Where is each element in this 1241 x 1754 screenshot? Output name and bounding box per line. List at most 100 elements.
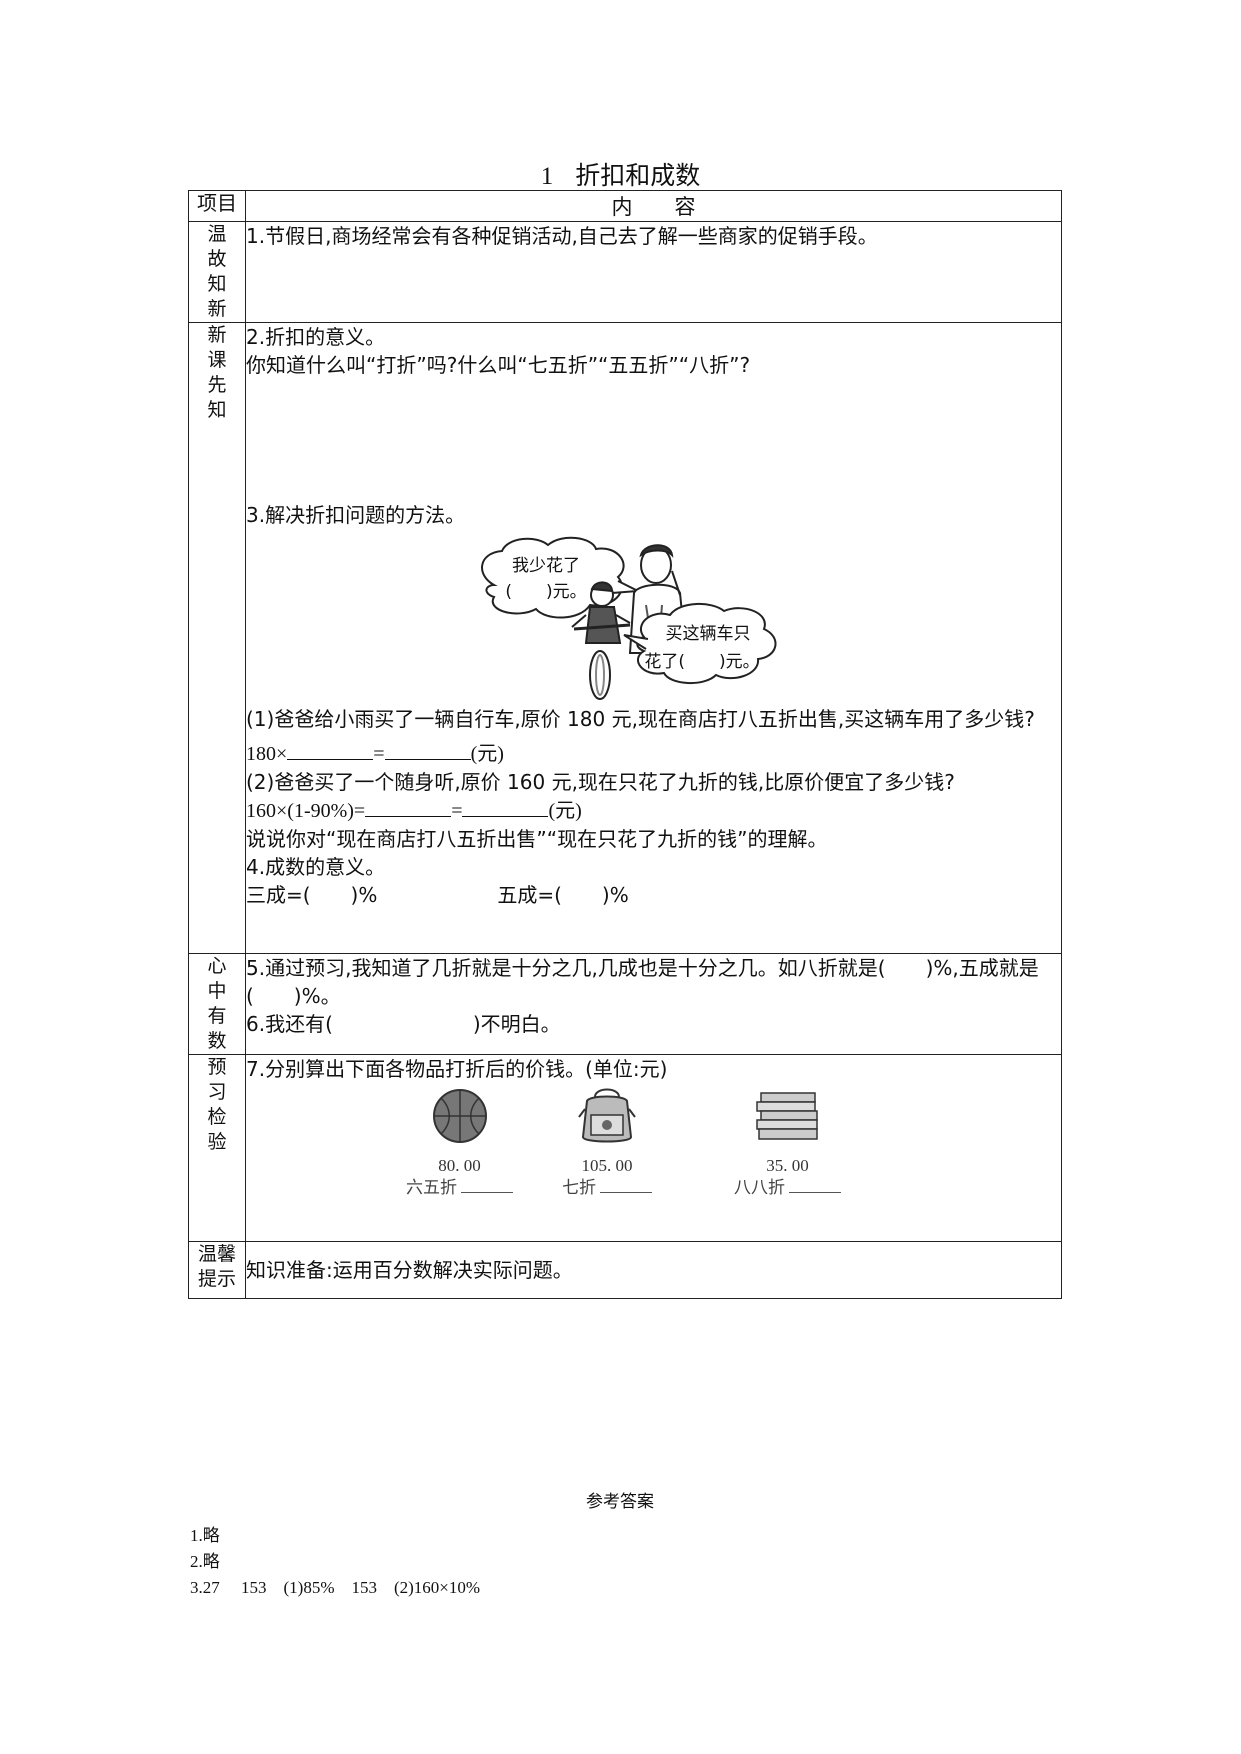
label-mind: 心 中 有 数 (188, 953, 246, 1055)
formula-part: (元) (548, 800, 582, 822)
item-discount: 六五折 (406, 1176, 513, 1199)
item-basketball: 80. 00 六五折 (406, 1087, 513, 1199)
label-char: 新 (207, 324, 227, 346)
question-3-2: (2)爸爸买了一个随身听,原价 160 元,现在只花了九折的钱,比原价便宜了多少… (246, 770, 955, 794)
question-5: 5.通过预习,我知道了几折就是十分之几,几成也是十分之几。如八折就是( )%,五… (246, 956, 1039, 1008)
formula-part: (元) (470, 743, 504, 765)
title-text: 折扣和成数 (575, 161, 701, 190)
worksheet-table: 项目 内 容 温 故 知 新 1.节假日,商场经常会有各种促销活动,自己去了解一… (188, 190, 1062, 1299)
answer-heading: 参考答案 (586, 1492, 654, 1512)
header-item: 项目 (188, 190, 246, 222)
answer-line: 3.27 153 (1)85% 153 (2)160×10% (190, 1578, 481, 1597)
answer-line: 2.略 (190, 1552, 220, 1571)
speech-bubble-right: 买这辆车只 花了( )元。 (623, 602, 777, 685)
formula-part: = (373, 743, 385, 765)
bubble1-line2: ( )元。 (505, 582, 586, 602)
bubble2-line1: 买这辆车只 (666, 624, 751, 644)
label-char: 知 (207, 399, 227, 421)
item-backpack: 105. 00 七折 (562, 1087, 652, 1199)
question-2-text: 你知道什么叫“打折”吗?什么叫“七五折”“五五折”“八折”? (246, 353, 751, 377)
illustration: 我少花了 ( )元。 (246, 535, 1061, 701)
discount-label: 八八折 (734, 1178, 785, 1198)
content-review: 1.节假日,商场经常会有各种促销活动,自己去了解一些商家的促销手段。 (245, 221, 1062, 323)
label-char: 习 (207, 1081, 227, 1103)
formula-part: = (451, 800, 463, 822)
label-char: 中 (207, 980, 227, 1002)
question-3-title: 3.解决折扣问题的方法。 (246, 503, 466, 527)
row-mind: 心 中 有 数 5.通过预习,我知道了几折就是十分之几,几成也是十分之几。如八折… (188, 953, 1062, 1055)
label-char: 温 (207, 223, 227, 245)
content-mind: 5.通过预习,我知道了几折就是十分之几,几成也是十分之几。如八折就是( )%,五… (245, 953, 1062, 1055)
item-books: 35. 00 八八折 (734, 1087, 841, 1199)
label-char: 课 (207, 349, 227, 371)
content-check: 7.分别算出下面各物品打折后的价钱。(单位:元) 80. 00 六五折 (245, 1054, 1062, 1242)
label-check: 预 习 检 验 (188, 1054, 246, 1242)
label-char: 验 (207, 1131, 227, 1153)
label-char: 故 (207, 248, 227, 270)
discount-label: 七折 (562, 1178, 596, 1198)
basketball-icon (432, 1089, 487, 1143)
answer-space (246, 379, 1061, 501)
question-3-3: 说说你对“现在商店打八五折出售”“现在只花了九折的钱”的理解。 (246, 827, 828, 851)
item-discount: 七折 (562, 1176, 652, 1199)
content-newlesson: 2.折扣的意义。 你知道什么叫“打折”吗?什么叫“七五折”“五五折”“八折”? … (245, 322, 1062, 954)
label-char: 数 (207, 1030, 227, 1052)
question-4-title: 4.成数的意义。 (246, 855, 386, 879)
label-char: 有 (207, 1005, 227, 1027)
label-text: 提示 (197, 1268, 236, 1290)
label-char: 检 (207, 1106, 227, 1128)
items-row: 80. 00 六五折 105. 00 七折 (246, 1087, 1061, 1199)
item-discount: 八八折 (734, 1176, 841, 1199)
father-son-bike-illustration: 我少花了 ( )元。 (481, 536, 777, 700)
question-4-answers: 三成=( )% 五成=( )% (246, 881, 1061, 909)
table-header-row: 项目 内 容 (188, 190, 1062, 222)
question-3-1: (1)爸爸给小雨买了一辆自行车,原价 180 元,现在商店打八五折出售,买这辆车… (246, 707, 1035, 731)
item-price: 80. 00 (438, 1156, 481, 1175)
speech-bubble-left: 我少花了 ( )元。 (481, 536, 642, 619)
backpack-icon (578, 1088, 636, 1143)
question-7: 7.分别算出下面各物品打折后的价钱。(单位:元) (246, 1057, 668, 1081)
answer-blank[interactable] (461, 1176, 513, 1193)
row-tips: 温馨 提示 知识准备:运用百分数解决实际问题。 (188, 1241, 1062, 1299)
row-check: 预 习 检 验 7.分别算出下面各物品打折后的价钱。(单位:元) 80. 00 … (188, 1054, 1062, 1242)
row-newlesson: 新 课 先 知 2.折扣的意义。 你知道什么叫“打折”吗?什么叫“七五折”“五五… (188, 322, 1062, 954)
tips-text: 知识准备:运用百分数解决实际问题。 (246, 1258, 573, 1282)
item-price: 105. 00 (581, 1156, 633, 1175)
question-1: 1.节假日,商场经常会有各种促销活动,自己去了解一些商家的促销手段。 (246, 224, 878, 248)
formula-part: 180× (246, 743, 288, 765)
label-review: 温 故 知 新 (188, 221, 246, 323)
answer-blank[interactable] (600, 1176, 652, 1193)
row-review: 温 故 知 新 1.节假日,商场经常会有各种促销活动,自己去了解一些商家的促销手… (188, 221, 1062, 323)
fill-in-wucheng[interactable]: 五成=( )% (497, 883, 629, 907)
page-title: 1 折扣和成数 (0, 156, 1241, 192)
formula-3-1: 180× = (元) (246, 739, 1061, 768)
fill-in-sancheng[interactable]: 三成=( )% (246, 883, 378, 907)
bubble2-line2: 花了( )元。 (644, 652, 759, 672)
label-tips: 温馨 提示 (188, 1241, 246, 1299)
boy-on-bike-icon (571, 581, 631, 700)
label-char: 先 (207, 374, 227, 396)
answer-blank[interactable] (365, 796, 452, 817)
label-char: 预 (207, 1056, 227, 1078)
books-icon (755, 1092, 818, 1140)
answer-line: 1.略 (190, 1526, 220, 1545)
content-tips: 知识准备:运用百分数解决实际问题。 (245, 1241, 1062, 1299)
label-char: 知 (207, 273, 227, 295)
formula-3-2: 160×(1-90%)= = (元) (246, 796, 1061, 825)
discount-label: 六五折 (406, 1178, 457, 1198)
question-6: 6.我还有( )不明白。 (246, 1012, 561, 1036)
title-number: 1 (540, 163, 554, 190)
question-2-title: 2.折扣的意义。 (246, 325, 386, 349)
answer-blank[interactable] (287, 739, 374, 760)
label-char: 新 (207, 298, 227, 320)
answer-blank[interactable] (789, 1176, 841, 1193)
bubble1-line1: 我少花了 (512, 556, 580, 576)
label-text: 温馨 (197, 1243, 236, 1265)
label-newlesson: 新 课 先 知 (188, 322, 246, 954)
item-price: 35. 00 (766, 1156, 809, 1175)
answer-blank[interactable] (462, 796, 549, 817)
answer-blank[interactable] (384, 739, 471, 760)
formula-part: 160×(1-90%)= (246, 800, 366, 822)
label-char: 心 (207, 955, 227, 977)
header-content: 内 容 (245, 190, 1062, 222)
